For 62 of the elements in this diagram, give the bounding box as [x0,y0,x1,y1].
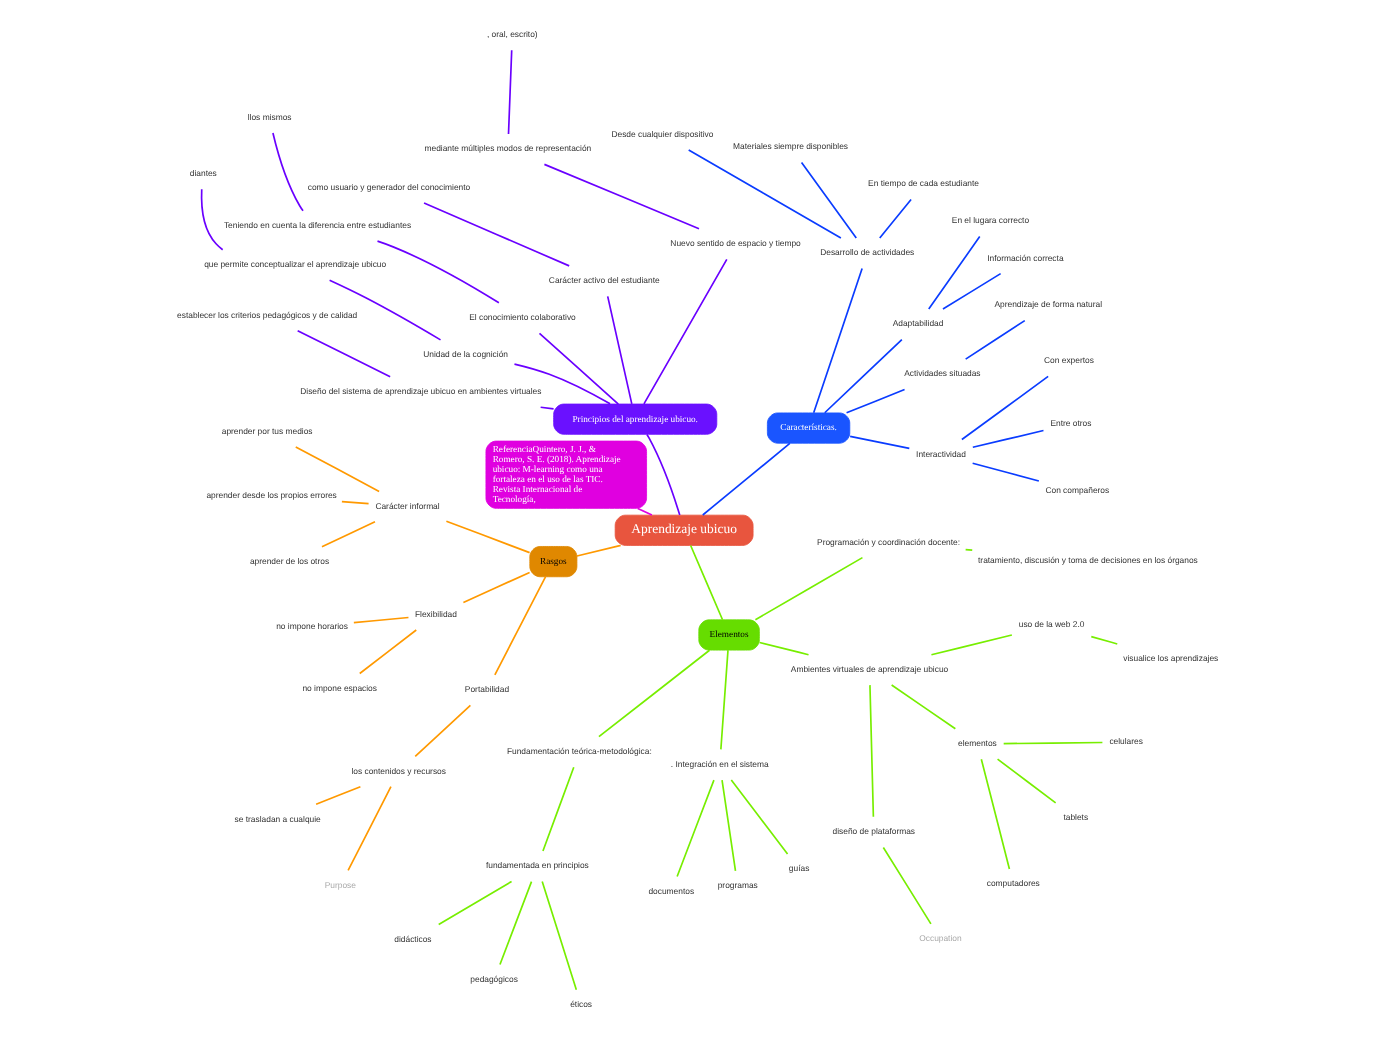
connector [926,235,980,310]
connector [540,880,577,991]
connector [963,319,1025,360]
connector [340,500,369,505]
connector [352,616,409,624]
connector [877,198,911,239]
connector [461,571,530,604]
connector [645,433,680,516]
connector [295,329,390,378]
connector [327,279,441,341]
connector [979,758,1010,870]
connector [642,258,727,405]
connector [357,629,417,675]
connector [542,163,699,230]
connector [822,338,902,414]
connector [889,684,956,730]
connector [971,429,1044,449]
connector [635,507,652,516]
connector [844,388,905,414]
connector [1089,635,1118,645]
connector [575,544,621,557]
connector [538,406,554,410]
connector [537,332,619,405]
connector [413,704,471,758]
connector [375,240,499,304]
connector [314,785,361,806]
connector [346,785,391,872]
connector [941,272,1001,310]
connector [688,544,723,621]
connector [868,684,874,818]
connector [422,202,570,267]
connector [848,435,910,450]
connector [444,520,530,554]
connector [799,161,857,239]
connector [729,779,788,855]
connector [929,634,1012,656]
connector [719,649,728,751]
connector [811,267,862,414]
connector [498,880,532,966]
connector [960,375,1048,441]
connector [881,846,931,925]
connector [506,49,512,135]
connector [720,779,736,872]
connector [605,295,632,405]
connector [757,641,809,656]
connector [970,462,1039,482]
connector [1001,741,1103,745]
connector [493,576,546,676]
connector [963,548,973,551]
connector [597,649,710,738]
connector [675,779,714,878]
connector [293,446,379,493]
connector [753,556,863,621]
connector [686,149,841,239]
connector [700,442,790,516]
connector [320,520,375,548]
connector [995,758,1056,804]
connector [199,188,223,251]
connector [512,363,610,405]
connector [271,132,303,212]
connector [436,880,512,926]
connector [541,766,574,852]
